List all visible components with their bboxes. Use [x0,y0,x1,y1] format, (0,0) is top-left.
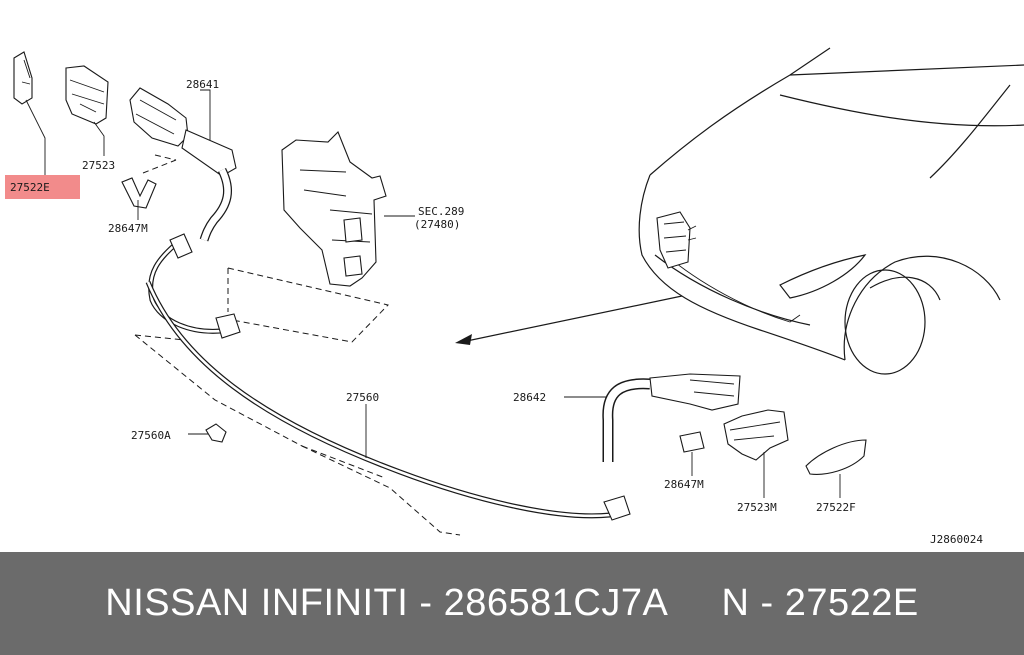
label-27523m: 27523M [737,501,777,514]
label-28642: 28642 [513,391,546,404]
label-27523: 27523 [82,159,115,172]
drawing-code: J2860024 [930,533,983,546]
label-28641: 28641 [186,78,219,91]
label-28647m-top: 28647M [108,222,148,235]
part-28647m-clip-bottom [679,431,705,476]
label-27522e: 27522E [10,181,50,194]
assembly-dashed-lines [134,154,461,536]
washer-tank [281,131,415,287]
label-sec-27480: (27480) [414,218,460,231]
footer-part-number-text: NISSAN INFINITI - 286581CJ7A N - 27522E [105,582,919,624]
part-number-footer: NISSAN INFINITI - 286581CJ7A N - 27522E [0,552,1024,655]
label-sec-289: SEC.289 [418,205,464,218]
label-27560: 27560 [346,391,379,404]
reference-arrow [455,295,683,345]
exploded-parts-diagram: 27522E 27523 28641 28647M SEC.289 (27480… [5,47,1024,546]
part-28647m-clip-top [121,177,157,209]
highlight-27522e [5,175,80,199]
label-27522f: 27522F [816,501,856,514]
part-27523m-bracket [723,409,789,498]
label-27560a: 27560A [131,429,171,442]
label-28647m-bottom: 28647M [664,478,704,491]
part-28641-nozzle-hose [129,87,237,242]
part-27522e-cover [13,51,33,105]
part-27523-bracket [65,65,109,125]
car-front-outline [638,47,1024,375]
part-27560-main-hose [145,233,631,521]
part-27560a-clip [188,423,227,443]
part-27522f-cover [805,439,867,498]
leader-lines [25,89,211,220]
part-28642-hose [564,373,741,462]
